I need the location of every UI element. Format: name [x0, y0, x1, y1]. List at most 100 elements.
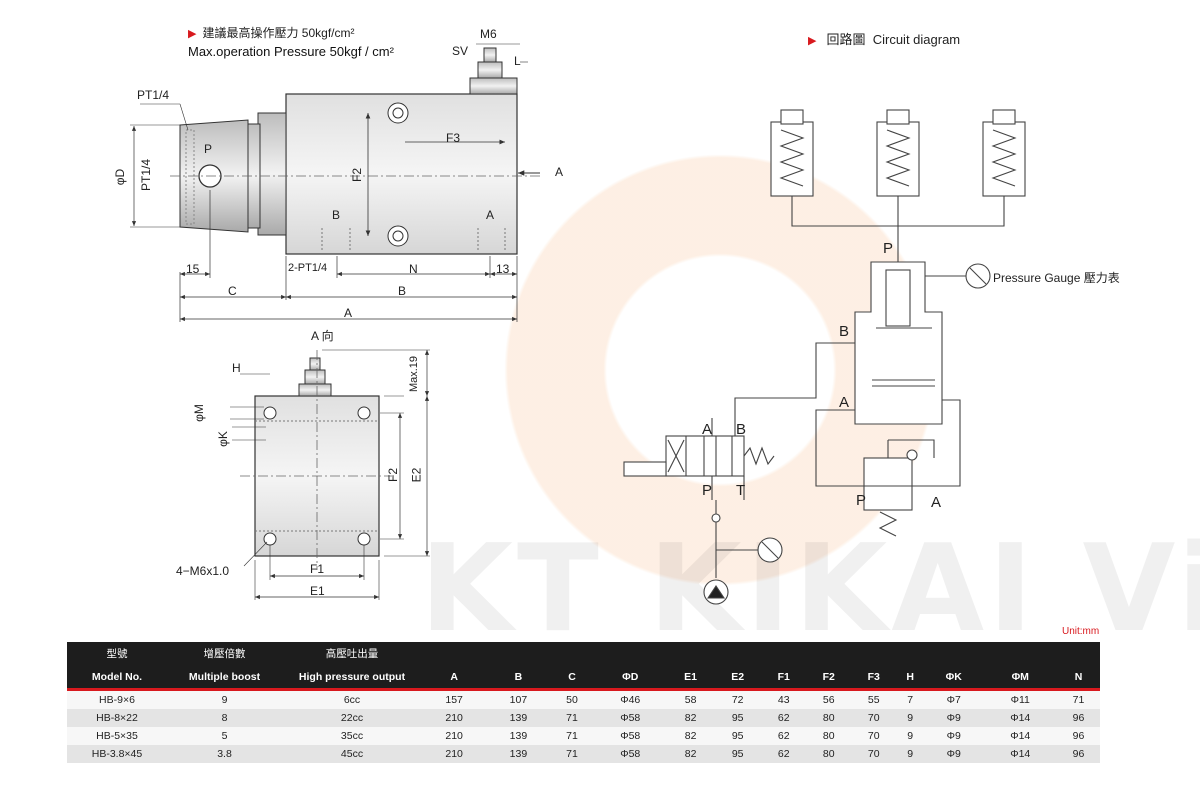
table-cell: 8 — [167, 709, 282, 727]
circuit-a-booster: A — [839, 394, 850, 411]
th-f2: F2 — [806, 665, 852, 691]
circuit-p-valve: P — [702, 482, 713, 499]
table-cell: 22cc — [282, 709, 422, 727]
table-cell: 62 — [761, 709, 807, 727]
table-cell: HB-3.8×45 — [67, 745, 167, 763]
table-cell: 96 — [1057, 709, 1100, 727]
table-cell: 139 — [486, 727, 551, 745]
table-cell: 82 — [667, 709, 715, 727]
label-f1: F1 — [310, 562, 325, 576]
table-cell: 95 — [714, 727, 762, 745]
th-h: H — [896, 665, 925, 691]
table-cell: 62 — [761, 727, 807, 745]
table-cell: 107 — [486, 689, 551, 709]
table-cell: 95 — [714, 709, 762, 727]
th-phim: ΦM — [983, 665, 1058, 691]
table-cell: Φ9 — [924, 727, 984, 745]
label-n: N — [409, 262, 418, 276]
table-cell: 50 — [550, 689, 594, 709]
label-2pt14: 2-PT1/4 — [288, 262, 328, 274]
th-output-cn: 高壓吐出量 — [282, 642, 422, 665]
table-cell: 80 — [806, 709, 852, 727]
table-cell: Φ58 — [593, 745, 668, 763]
table-cell: 56 — [806, 689, 852, 709]
label-b-dim: B — [398, 284, 407, 298]
label-f2-bottom: F2 — [386, 467, 401, 483]
table-cell: 5 — [167, 727, 282, 745]
table-cell: 71 — [550, 745, 594, 763]
red-arrow-icon: ▶ — [188, 28, 197, 40]
th-boost: Multiple boost — [167, 665, 282, 691]
table-cell: 210 — [422, 745, 487, 763]
table-cell: 80 — [806, 745, 852, 763]
circuit-p-top: P — [883, 240, 894, 257]
table-cell: 35cc — [282, 727, 422, 745]
table-cell: 157 — [422, 689, 487, 709]
label-screws: 4−M6x1.0 — [176, 564, 230, 578]
label-pt14-top: PT1/4 — [137, 88, 170, 102]
table-cell: 6cc — [282, 689, 422, 709]
table-cell: Φ9 — [924, 745, 984, 763]
table-cell: Φ11 — [983, 689, 1058, 709]
th-f3: F3 — [851, 665, 897, 691]
table-cell: Φ14 — [983, 745, 1058, 763]
label-c: C — [228, 284, 237, 298]
label-f2-top: F2 — [350, 167, 365, 183]
table-cell: 82 — [667, 745, 715, 763]
table-cell: 70 — [851, 745, 897, 763]
table-header-en: Model No. Multiple boost High pressure o… — [67, 665, 1100, 691]
label-pt14-side: PT1/4 — [139, 158, 154, 192]
circuit-t-valve: T — [736, 482, 746, 499]
table-cell: Φ14 — [983, 709, 1058, 727]
table-cell: 45cc — [282, 745, 422, 763]
table-cell: 80 — [806, 727, 852, 745]
label-m6: M6 — [480, 27, 497, 41]
table-cell: 72 — [714, 689, 762, 709]
table-cell: Φ58 — [593, 727, 668, 745]
table-cell: 9 — [896, 745, 925, 763]
circuit-p-check: P — [856, 492, 867, 509]
table-cell: 139 — [486, 709, 551, 727]
max-pressure-cn: ▶建議最高操作壓力 50kgf/cm² — [188, 26, 355, 40]
table-cell: 210 — [422, 709, 487, 727]
cylinder-left — [770, 109, 814, 197]
label-sv: SV — [452, 44, 469, 58]
label-max19: Max.19 — [408, 355, 421, 393]
table-cell: Φ58 — [593, 709, 668, 727]
red-arrow-icon: ▶ — [808, 35, 817, 47]
table-cell: 70 — [851, 709, 897, 727]
watermark-text: KT KIKAI VietNam — [420, 520, 1200, 659]
label-h: H — [232, 361, 241, 375]
table-cell: 70 — [851, 727, 897, 745]
th-e1: E1 — [667, 665, 715, 691]
cylinder-middle — [876, 109, 920, 197]
th-boost-cn: 增壓倍數 — [167, 642, 282, 665]
table-cell: 95 — [714, 745, 762, 763]
table-cell: 58 — [667, 689, 715, 709]
table-cell: HB-9×6 — [67, 689, 167, 709]
th-model: Model No. — [67, 665, 167, 691]
circuit-b-booster: B — [839, 323, 850, 340]
th-b: B — [486, 665, 551, 691]
front-view — [230, 349, 430, 600]
table-cell: 62 — [761, 745, 807, 763]
table-cell: 7 — [896, 689, 925, 709]
table-cell: HB-8×22 — [67, 709, 167, 727]
circuit-title: ▶回路圖 Circuit diagram — [808, 32, 961, 47]
label-phi-d: φD — [113, 168, 128, 186]
table-cell: HB-5×35 — [67, 727, 167, 745]
label-view-a: A 向 — [311, 329, 334, 343]
table-cell: 9 — [167, 689, 282, 709]
label-e2: E2 — [409, 467, 424, 483]
table-cell: Φ14 — [983, 727, 1058, 745]
circuit-a-check: A — [931, 494, 942, 511]
spec-table: 型號 增壓倍數 高壓吐出量 Model No. Multiple boost H… — [67, 642, 1100, 763]
circuit-diagram — [623, 109, 1026, 605]
th-phik: ΦK — [924, 665, 984, 691]
table-cell: 3.8 — [167, 745, 282, 763]
circuit-a-valve: A — [702, 421, 713, 438]
th-n: N — [1057, 665, 1100, 691]
